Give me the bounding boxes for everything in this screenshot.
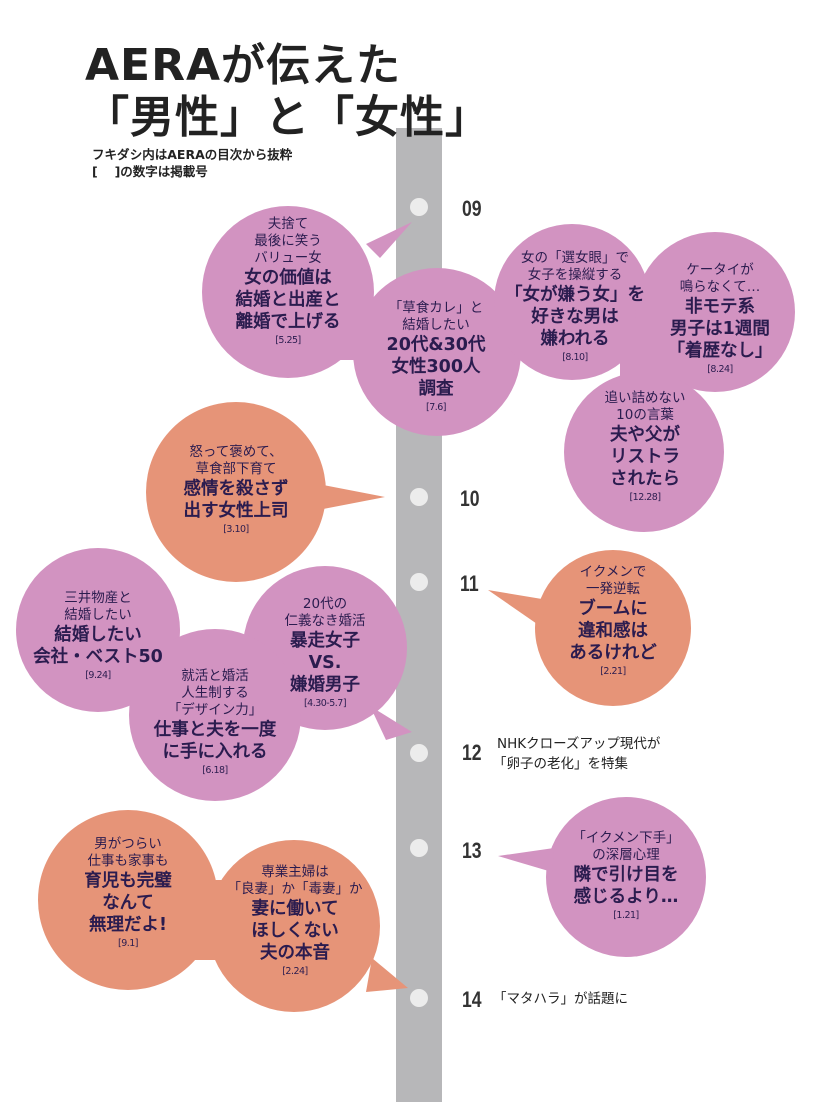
event-2012-line2: 「卵子の老化」を特集	[493, 756, 628, 772]
bubble-2012-best-companies: 三井物産と 結婚したい 結婚したい 会社・ベスト50 [9.24]	[33, 590, 163, 681]
year-label-14: 14	[462, 987, 482, 1012]
bubble-2013-ikumen-clumsy: 「イクメン下手」 の深層心理 隣で引け目を 感じるより… [1.21]	[572, 830, 680, 921]
bubble-2009-value-woman: 夫捨て 最後に笑う バリュー女 女の価値は 結婚と出産と 離婚で上げる [5.2…	[235, 216, 341, 346]
bubble-2009-no-calls: ケータイが 鳴らなくて… 非モテ系 男子は1週間 「着歴なし」 [8.24]	[667, 262, 773, 375]
bubble-2014-hard-for-men: 男がつらい 仕事も家事も 育児も完璧 なんて 無理だよ! [9.1]	[84, 836, 172, 949]
cluster-2012	[16, 548, 412, 801]
note-line-1: フキダシ内はAERAの目次から抜粋	[92, 147, 293, 162]
bubble-2011-ikumen: イクメンで 一発逆転 ブームに 違和感は あるけれど [2.21]	[569, 564, 657, 677]
bubble-2014-housewife: 専業主婦は 「良妻」か「毒妻」か 妻に働いて ほしくない 夫の本音 [2.24]	[227, 864, 363, 977]
bubble-2009-women-dislike: 女の「選女眼」で 女子を操縦する 「女が嫌う女」を 好きな男は 嫌われる [8.…	[505, 250, 645, 363]
year-label-10: 10	[460, 486, 480, 511]
page-title: AERAが伝えた 「男性」と「女性」	[85, 40, 490, 144]
timeline-dot-10	[410, 488, 428, 506]
cluster-2014	[38, 810, 408, 1012]
year-label-13: 13	[462, 838, 482, 863]
bubble-2010-shape	[146, 402, 385, 582]
title-line-2: 「男性」と「女性」	[85, 92, 490, 143]
timeline-dot-14	[410, 989, 428, 1007]
title-line-1: AERAが伝えた	[85, 40, 402, 91]
bubble-2012-marriage-war: 20代の 仁義なき婚活 暴走女子 VS. 嫌婚男子 [4.30-5.7]	[284, 596, 366, 709]
timeline-dot-12	[410, 744, 428, 762]
bubble-2012-design-power: 就活と婚活 人生制する 「デザイン力」 仕事と夫を一度 に手に入れる [6.18…	[153, 668, 277, 776]
timeline-dot-11	[410, 573, 428, 591]
source-note: フキダシ内はAERAの目次から抜粋 [ ]の数字は掲載号	[92, 146, 292, 180]
bubble-2009-herbivore-survey: 「草食カレ」と 結婚したい 20代&30代 女性300人 調査 [7.6]	[386, 300, 486, 413]
timeline-dot-09	[410, 198, 428, 216]
year-label-12: 12	[462, 740, 482, 765]
event-2014: 「マタハラ」が話題に	[493, 991, 628, 1007]
bubble-2011-shape	[488, 550, 691, 706]
bubble-2010-female-boss: 怒って褒めて、 草食部下育て 感情を殺さず 出す女性上司 [3.10]	[183, 444, 289, 535]
cluster-2009	[202, 206, 795, 532]
bubble-2009-restructuring: 追い詰めない 10の言葉 夫や父が リストラ されたら [12.28]	[604, 390, 686, 503]
year-label-11: 11	[460, 571, 479, 596]
bubble-2013-shape	[498, 797, 706, 957]
note-line-2: [ ]の数字は掲載号	[92, 164, 208, 179]
year-label-09: 09	[462, 196, 482, 221]
event-2012-line1: NHKクローズアップ現代が	[497, 736, 661, 752]
timeline-dot-13	[410, 839, 428, 857]
